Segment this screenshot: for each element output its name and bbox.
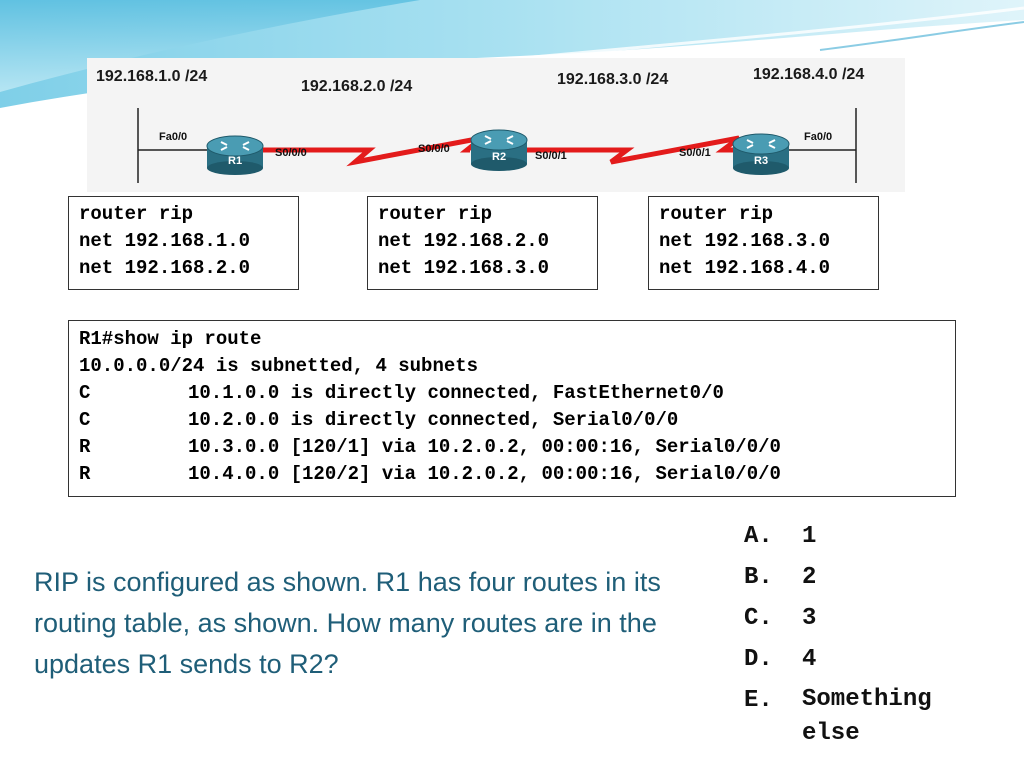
r3-fa-label: Fa0/0 [804,131,832,143]
network-topology: 192.168.1.0 /24 192.168.2.0 /24 192.168.… [87,58,905,192]
network-label-4: 192.168.4.0 /24 [753,66,865,83]
route-text: 10.1.0.0 is directly connected, FastEthe… [188,382,724,404]
answer-letter: A. [744,523,773,550]
config-line: router rip [79,203,194,225]
answer-text: 4 [802,646,817,673]
r2-serial1-label: S0/0/1 [535,150,567,162]
summary-line: 10.0.0.0/24 is subnetted, 4 subnets [79,355,479,377]
command-line: R1#show ip route [79,328,262,350]
router-r2-label: R2 [492,151,506,163]
answer-option-a[interactable]: A. 1 [744,516,1014,557]
route-code: C [79,382,91,404]
route-text: 10.4.0.0 [120/2] via 10.2.0.2, 00:00:16,… [188,463,781,485]
routing-table-output: R1#show ip route 10.0.0.0/24 is subnette… [68,320,956,497]
route-entry: C 10.2.0.0 is directly connected, Serial0… [79,407,945,434]
answer-option-e[interactable]: E. Something else [744,680,1014,751]
route-code: R [79,463,91,485]
route-entry: R 10.3.0.0 [120/1] via 10.2.0.2, 00:00:16… [79,434,945,461]
router-r3-icon [732,133,790,175]
r1-fa-label: Fa0/0 [159,131,187,143]
answer-text: Something else [802,686,932,747]
answer-option-b[interactable]: B. 2 [744,557,1014,598]
router-r3-label: R3 [754,155,768,167]
router-r2-icon [470,129,528,171]
answer-letter: E. [744,687,773,714]
r3-rip-config: router rip net 192.168.3.0 net 192.168.4… [648,196,879,290]
answer-option-c[interactable]: C. 3 [744,598,1014,639]
answer-text: 2 [802,564,817,591]
router-r1-label: R1 [228,155,242,167]
route-text: 10.3.0.0 [120/1] via 10.2.0.2, 00:00:16,… [188,436,781,458]
route-entry: C 10.1.0.0 is directly connected, FastEth… [79,380,945,407]
config-line: router rip [659,203,774,225]
config-line: net 192.168.3.0 [659,230,831,252]
router-r1-icon [206,135,264,175]
route-code: R [79,436,91,458]
r3-serial-label: S0/0/1 [679,147,711,159]
network-label-2: 192.168.2.0 /24 [301,78,413,95]
answer-letter: D. [744,646,773,673]
serial-link-r1-r2 [262,135,484,167]
network-label-3: 192.168.3.0 /24 [557,71,669,88]
answer-letter: C. [744,605,773,632]
config-line: net 192.168.4.0 [659,257,831,279]
r1-rip-config: router rip net 192.168.1.0 net 192.168.2… [68,196,299,290]
answer-option-d[interactable]: D. 4 [744,639,1014,680]
answer-letter: B. [744,564,773,591]
route-text: 10.2.0.0 is directly connected, Serial0/… [188,409,679,431]
answer-text: 3 [802,605,817,632]
serial-link-r2-r3 [527,135,741,165]
config-line: router rip [378,203,493,225]
r2-serial0-label: S0/0/0 [418,143,450,155]
r1-serial-label: S0/0/0 [275,147,307,159]
route-code: C [79,409,91,431]
answer-list: A. 1 B. 2 C. 3 D. 4 E. Something else [744,516,1014,751]
r2-rip-config: router rip net 192.168.2.0 net 192.168.3… [367,196,598,290]
config-line: net 192.168.2.0 [378,230,550,252]
config-line: net 192.168.2.0 [79,257,251,279]
answer-text: 1 [802,523,817,550]
topology-drawing: R1 R2 R3 Fa0/0 S0/0/0 S0/0/0 S0/0/1 S0/0… [137,108,857,183]
config-line: net 192.168.1.0 [79,230,251,252]
config-line: net 192.168.3.0 [378,257,550,279]
network-label-1: 192.168.1.0 /24 [96,68,208,85]
question-text: RIP is configured as shown. R1 has four … [34,567,661,679]
route-entry: R 10.4.0.0 [120/2] via 10.2.0.2, 00:00:16… [79,461,945,488]
